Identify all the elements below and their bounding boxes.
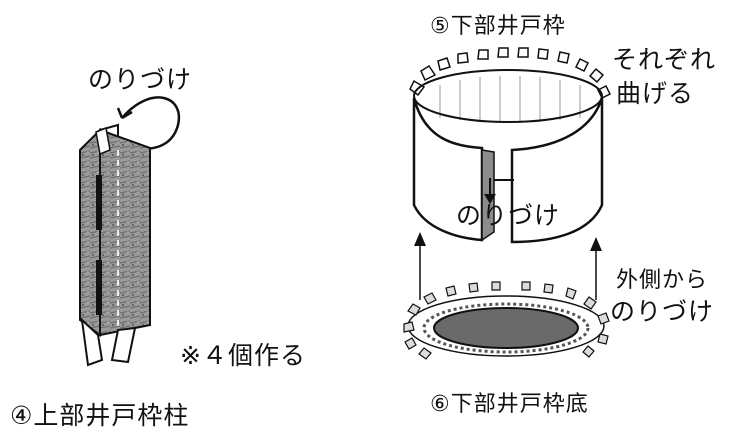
outside-glue-note-line2: のりづけ [610, 297, 715, 326]
pillar-illustration [79, 96, 181, 367]
pillar-right-face [99, 128, 151, 337]
outside-glue-note-line1: 外側から [616, 268, 709, 293]
frame-glue-label: のりづけ [456, 201, 561, 230]
frame-rim [413, 69, 603, 123]
assembly-arrows [414, 232, 602, 300]
frame-base-illustration [403, 281, 610, 360]
pillar-leg-right [110, 326, 137, 364]
lower-frame-title: ⑤下部井戸枠 [430, 14, 566, 39]
base-tabs [403, 281, 610, 360]
frame-right-wall [510, 97, 604, 244]
pillar-slot-lower [96, 260, 102, 315]
rim-tabs [409, 47, 612, 100]
pillar-top-tab [95, 126, 111, 156]
inner-lines [439, 76, 581, 122]
glue-curve-arrow [121, 96, 181, 150]
pillar-caption: ④上部井戸枠柱 [10, 401, 190, 430]
pillar-glue-label: のりづけ [88, 65, 193, 94]
pillar-count-note: ※４個作る [180, 341, 306, 370]
pillar-leg-left [80, 317, 104, 367]
base-inner-disc [433, 307, 579, 349]
pillar-slot-upper [96, 175, 102, 230]
bend-note-line1: それぞれ [612, 45, 717, 74]
frame-base-caption: ⑥下部井戸枠底 [430, 392, 589, 417]
bend-note-line2: 曲げる [616, 79, 695, 108]
lower-frame-illustration [409, 47, 612, 244]
